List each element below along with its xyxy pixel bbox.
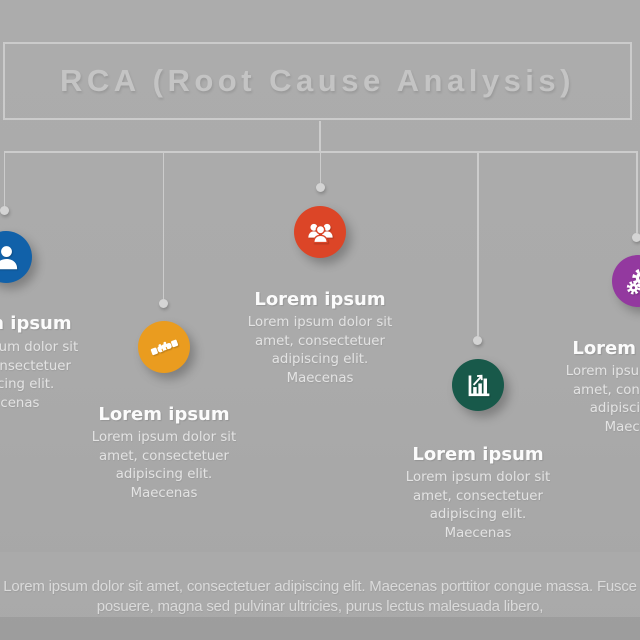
text-line: adipiscing elit. xyxy=(429,507,527,523)
text-line: Maecenas xyxy=(444,526,512,542)
connector-dot-5 xyxy=(632,232,640,242)
text-line: Lorem ipsum dolor sit xyxy=(565,364,640,379)
team-circle xyxy=(294,206,346,258)
connector-drop-1 xyxy=(3,151,5,206)
text-line: adipiscing elit. xyxy=(0,377,55,393)
text-line: amet, consectetuer xyxy=(255,333,385,349)
handshake-circle xyxy=(138,321,190,373)
title-box: RCA (Root Cause Analysis) xyxy=(3,42,632,120)
item-body: Lorem ipsum dolor sit amet, consectetuer a… xyxy=(538,363,640,438)
text-line: Lorem ipsum dolor sit xyxy=(0,340,79,355)
text-line: Lorem ipsum dolor sit xyxy=(405,470,551,485)
text-line: amet, consectetuer xyxy=(99,448,229,464)
item-heading: Lorem ipsum xyxy=(572,338,640,359)
text-line: Maecenas xyxy=(286,371,354,387)
item-heading: Lorem ipsum xyxy=(98,404,230,425)
connector-dot-1 xyxy=(0,205,9,215)
text-line: Lorem ipsum dolor sit xyxy=(91,430,237,445)
handshake-icon xyxy=(150,339,178,355)
text-line: posuere, magna sed pulvinar ultricies, p… xyxy=(96,597,544,615)
item-heading: Lorem ipsum xyxy=(412,444,544,465)
text-line: adipiscing elit. xyxy=(271,352,369,368)
connector-dot-2 xyxy=(158,298,168,308)
gears-icon xyxy=(626,268,640,294)
text-line: amet, consectetuer xyxy=(573,382,640,398)
item-heading: Lorem ipsum xyxy=(254,289,386,310)
team-icon xyxy=(307,223,333,243)
connector-drop-2 xyxy=(162,151,164,299)
item-body: Lorem ipsum dolor sit amet, consectetuer a… xyxy=(0,339,106,414)
bar-chart-circle xyxy=(452,359,504,411)
text-line: adipiscing elit. xyxy=(589,401,640,417)
text-line: Maecenas xyxy=(0,396,40,412)
text-line: adipiscing elit. xyxy=(115,467,213,483)
connector-drop-5 xyxy=(636,151,638,233)
item-body: Lorem ipsum dolor sit amet, consectetuer a… xyxy=(64,429,264,504)
text-line: amet, consectetuer xyxy=(0,358,71,374)
footer-paragraph: Lorem ipsum dolor sit amet, consectetuer… xyxy=(3,577,637,616)
bar-chart-icon xyxy=(468,374,489,396)
connector-drop-3 xyxy=(319,151,321,183)
connector-drop-4 xyxy=(477,151,479,336)
person-icon xyxy=(0,245,17,269)
connector-stem xyxy=(319,121,321,151)
text-line: Maecenas xyxy=(130,486,198,502)
text-line: Lorem ipsum dolor sit amet, consectetuer… xyxy=(3,578,637,595)
slide-title: RCA (Root Cause Analysis) xyxy=(60,63,575,98)
bottom-strip xyxy=(0,617,640,640)
item-heading: Lorem ipsum xyxy=(0,313,72,334)
gears-circle xyxy=(612,255,640,307)
connector-dot-4 xyxy=(473,335,482,345)
text-line: Lorem ipsum dolor sit xyxy=(247,315,393,330)
person-circle xyxy=(0,231,32,283)
item-body: Lorem ipsum dolor sit amet, consectetuer a… xyxy=(220,314,420,389)
text-line: amet, consectetuer xyxy=(413,488,543,504)
connector-dot-3 xyxy=(315,182,325,192)
item-body: Lorem ipsum dolor sit amet, consectetuer a… xyxy=(378,469,578,544)
footer-band xyxy=(0,552,640,617)
text-line: Maecenas xyxy=(604,420,640,436)
